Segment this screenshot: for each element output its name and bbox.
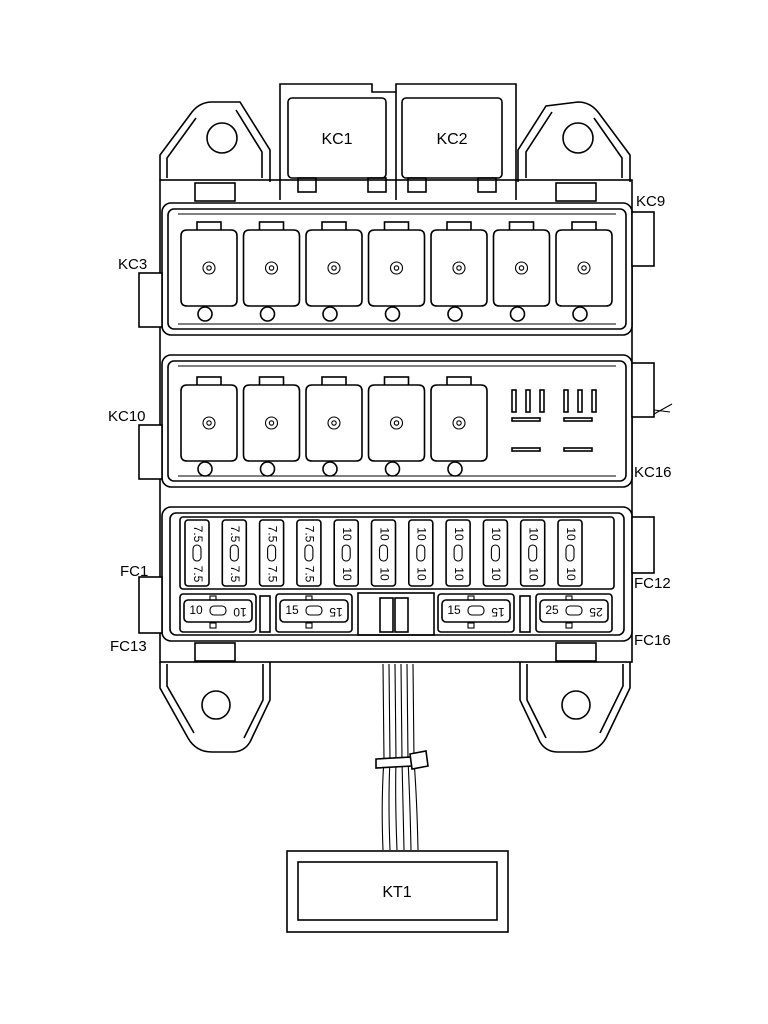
connector-kc9: KC9 [631,193,665,267]
fuse-row-upper: 7.57.57.57.57.57.57.57.51010101010101010… [184,519,583,587]
fuse-rating: 10 [377,567,391,581]
fuse-rating: 25 [545,603,559,617]
fuse-rating: 10 [489,567,503,581]
fuse-rating: 15 [329,605,343,619]
label-fc12: FC12 [634,575,671,592]
connector-kc2: KC2 [395,83,517,200]
fuse-rating: 10 [452,527,466,541]
label-kc1: KC1 [321,131,352,148]
relay [242,221,301,322]
label-kc16: KC16 [634,464,672,481]
fuse-rating: 10 [233,605,247,619]
fuse-rating: 10 [527,567,541,581]
fuse-rating: 10 [189,603,203,617]
fuse-block: 7.57.57.57.57.57.57.57.51010101010101010… [161,506,633,642]
fuse-rating: 7.5 [191,566,205,583]
fuse-rating: 7.5 [191,526,205,543]
connector-fc1-fc13: FC1 FC13 [110,563,163,655]
fuse-rating: 15 [447,603,461,617]
label-kt1: KT1 [382,884,411,901]
relay-row-top [180,221,613,322]
fuse-upper: 7.5 7.5 [221,519,248,587]
relay [242,376,301,477]
fuse-upper: 10 10 [557,519,583,587]
label-kc9: KC9 [636,193,665,210]
fuse-rating: 10 [564,527,578,541]
mounting-ear-top-right [517,101,631,182]
relay [492,221,551,322]
label-fc13: FC13 [110,638,147,655]
relay-block-middle [161,354,633,488]
fuse-rating: 7.5 [303,566,317,583]
connector-kc16: KC16 [631,362,673,481]
fuse-rating: 10 [415,527,429,541]
relay [180,221,238,322]
relay-block-upper [161,202,633,336]
fuse-rating: 7.5 [228,526,242,543]
fuse-rating: 7.5 [265,566,279,583]
fuse-rating: 10 [340,527,354,541]
fuse-rating: 10 [377,527,391,541]
connector-kc3: KC3 [118,256,163,328]
label-kc3: KC3 [118,256,147,273]
fuse-rating: 10 [527,527,541,541]
connector-kc1: KC1 [279,83,397,200]
fuse-rating: 7.5 [228,566,242,583]
relay-row-middle [180,376,488,477]
label-fc1: FC1 [120,563,148,580]
label-kc2: KC2 [436,131,467,148]
fuse-rating: 25 [589,605,603,619]
relay [180,376,238,477]
fuse-upper: 10 10 [519,519,546,587]
relay [367,376,426,477]
fuse-upper: 7.5 7.5 [184,519,210,587]
mounting-ear-bottom-right [519,662,631,753]
fuse-rating: 7.5 [303,526,317,543]
connector-fc12-fc16: FC12 FC16 [631,516,671,649]
spare-fuse-holder [357,592,435,636]
mounting-ear-top-left [159,101,271,182]
diode-terminals [511,389,597,452]
relay [367,221,426,322]
fuse-rating: 10 [415,567,429,581]
fuse-lower: 10 10 [179,593,257,633]
fuse-upper: 10 10 [370,519,397,587]
fuse-upper: 10 10 [407,519,434,587]
mounting-ear-bottom-left [159,662,271,753]
label-fc16: FC16 [634,632,671,649]
connector-kt1: KT1 [286,850,509,933]
fuse-rating: 7.5 [265,526,279,543]
fuse-lower: 25 25 [535,593,613,633]
connector-kc10: KC10 [108,408,163,480]
relay [430,221,488,322]
fuse-rating: 10 [340,567,354,581]
fuse-upper: 10 10 [445,519,471,587]
fuse-upper: 10 10 [333,519,360,587]
fuse-rating: 15 [491,605,505,619]
fuse-rating: 15 [285,603,299,617]
relay [305,376,363,477]
relay [430,376,488,477]
relay [555,221,613,322]
fuse-upper: 7.5 7.5 [258,519,285,587]
fuse-rating: 10 [564,567,578,581]
wire-harness [375,663,429,851]
label-kc10: KC10 [108,408,146,425]
fuse-upper: 10 10 [482,519,509,587]
fuse-upper: 7.5 7.5 [296,519,322,587]
fuse-rating: 10 [452,567,466,581]
fuse-rating: 10 [489,527,503,541]
relay [305,221,363,322]
